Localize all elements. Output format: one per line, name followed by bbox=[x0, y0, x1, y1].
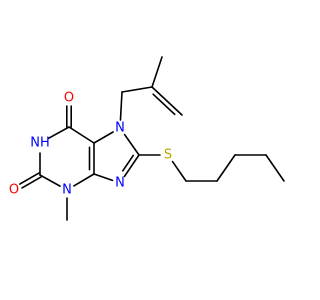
bond-n9-c4 bbox=[93, 173, 114, 182]
bond-c2-n3 bbox=[39, 174, 61, 187]
bonds-layer bbox=[19, 56, 285, 221]
bond-c6-n1 bbox=[47, 126, 70, 139]
atom-label-n1: NH bbox=[30, 136, 50, 151]
bond-p4-p5 bbox=[265, 154, 285, 182]
bond-c5-n7 bbox=[93, 131, 114, 144]
bond-c2a-me2 bbox=[151, 56, 163, 88]
molecule-svg: O NH O N N N S bbox=[9, 56, 285, 221]
atom-label-n7: N bbox=[115, 121, 125, 136]
bond-n7-c8 bbox=[123, 133, 140, 156]
molecule-structure-diagram: O NH O N N N S bbox=[8, 56, 285, 221]
bond-c2-o2-b bbox=[21, 176, 42, 189]
bond-c8-n9-a bbox=[123, 154, 140, 178]
bond-c5-c6 bbox=[68, 126, 95, 144]
bond-c8-n9-b bbox=[121, 154, 135, 172]
bond-n7-ch2 bbox=[119, 91, 123, 121]
atom-label-n9: N bbox=[115, 176, 125, 191]
atom-label-o2: O bbox=[9, 183, 19, 198]
atom-label-n3: N bbox=[62, 183, 72, 198]
bond-c2a-cH2-b bbox=[152, 93, 176, 116]
bond-ch2-c2a bbox=[121, 86, 153, 93]
bond-n3-c4 bbox=[73, 173, 95, 187]
bond-c2-o2-a bbox=[19, 172, 40, 185]
atom-label-o6: O bbox=[64, 91, 74, 106]
bond-c2a-cH2-a bbox=[151, 86, 183, 116]
atom-label-s: S bbox=[164, 148, 172, 163]
bond-s-p1 bbox=[171, 160, 187, 182]
atom-labels-layer: O NH O N N N S bbox=[9, 91, 172, 198]
bond-p2-p3 bbox=[216, 154, 236, 182]
